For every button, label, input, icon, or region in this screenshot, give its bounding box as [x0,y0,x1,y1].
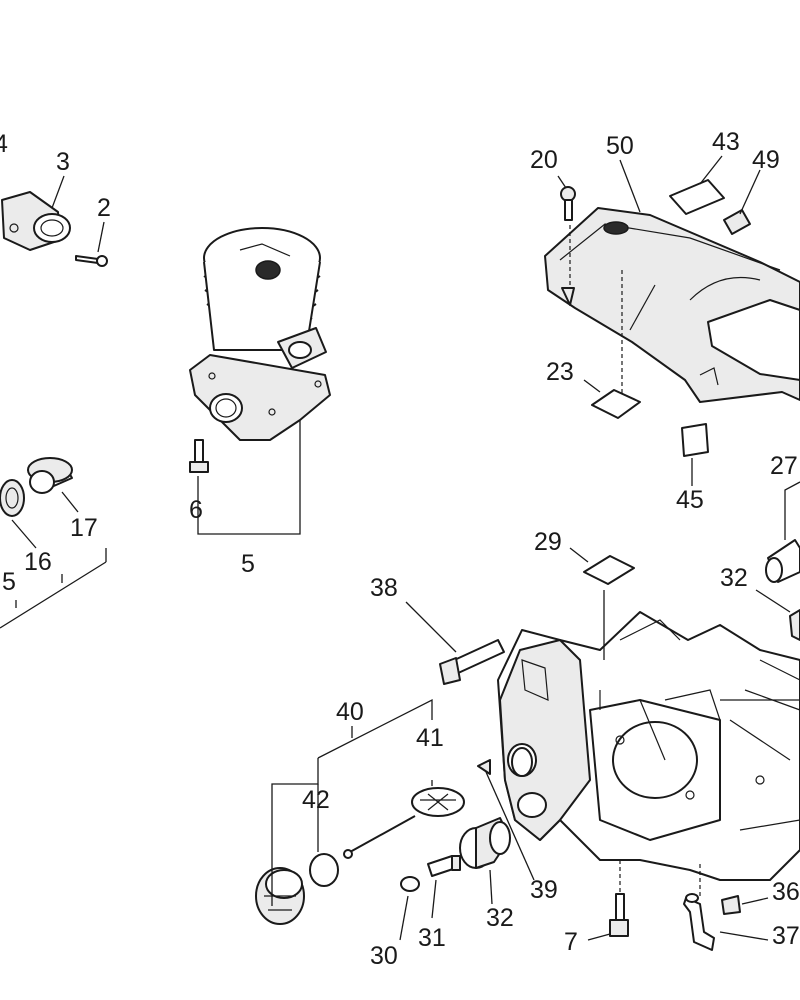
callout-36: 36 [772,878,800,906]
callout-numbers: 4 3 2 20 50 43 49 23 45 27 6 5 17 16 5 2… [0,128,800,970]
part-38-bolt [439,639,505,685]
callout-6: 6 [189,496,203,524]
callout-38: 38 [370,574,398,602]
callout-43: 43 [712,128,740,156]
part-6-bolt [189,439,209,473]
part-41-strainer [343,787,465,859]
callout-42: 42 [302,786,330,814]
leader-lines [51,155,791,941]
callout-32-bottom: 32 [486,904,514,932]
callout-49: 49 [752,146,780,174]
callout-5-cylinder: 5 [241,550,255,578]
part-36-screw [721,895,741,915]
callout-3: 3 [56,148,70,176]
part-32-top [789,609,800,641]
part-3-intake-flange [1,191,71,251]
part-20-screw [560,186,576,221]
bracket-5-left [0,561,107,629]
part-43-decal [669,179,725,215]
part-16-nut [0,479,25,517]
callout-45: 45 [676,486,704,514]
callout-27: 27 [770,452,798,480]
callout-2: 2 [97,194,111,222]
part-39-bolt [477,759,491,775]
part-23-decal [591,389,641,419]
callout-40: 40 [336,698,364,726]
part-7-bolt [609,893,629,937]
part-42-o-ring [309,853,339,887]
part-49-clip [723,209,751,235]
callout-5-left: 5 [2,568,16,596]
callout-29: 29 [534,528,562,556]
callout-7: 7 [564,928,578,956]
bracket-5-cylinder [197,420,301,535]
part-37-hose [683,893,715,951]
callout-32-top: 32 [720,564,748,592]
callout-17: 17 [70,514,98,542]
callout-16: 16 [24,548,52,576]
callout-31: 31 [418,924,446,952]
crankcase-body [497,611,800,881]
callout-23: 23 [546,358,574,386]
callout-20: 20 [530,146,558,174]
part-17-sleeve [27,457,73,494]
part-29-decal [583,555,635,585]
callout-4: 4 [0,130,8,158]
part-40-oil-cap [255,867,305,925]
part-5-cylinder [189,227,331,441]
part-31-screw [427,855,461,877]
callout-41: 41 [416,724,444,752]
callout-39: 39 [530,876,558,904]
part-32-grommet [459,817,511,869]
part-45-decal [681,423,709,457]
callout-50: 50 [606,132,634,160]
part-2-screw [75,255,108,267]
callout-30: 30 [370,942,398,970]
part-27-bushing [765,539,800,583]
callout-37: 37 [772,922,800,950]
part-30-washer [400,876,420,892]
part-50-top-cover [544,207,800,403]
